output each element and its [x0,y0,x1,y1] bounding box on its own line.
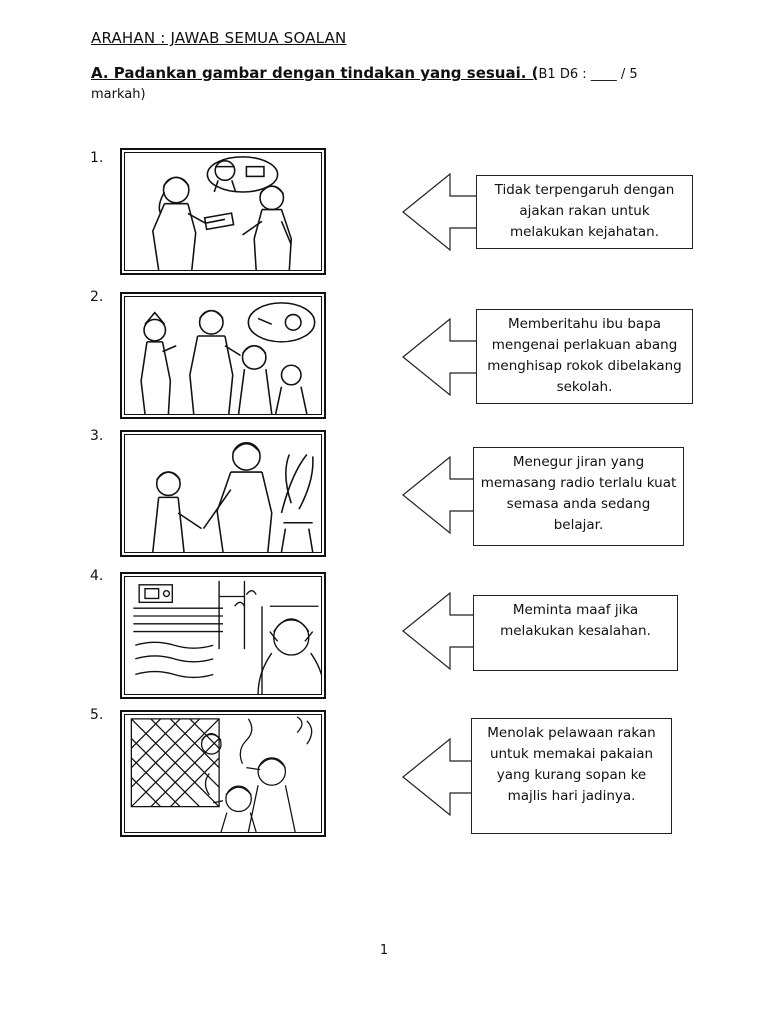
question-number-4: 4. [90,568,104,584]
answer-box-5: Menolak pelawaan rakan untuk memakai pak… [471,718,672,834]
section-a-marks: B1 D6 : ____ / 5 markah) [91,67,638,102]
question-3-arrow [402,456,478,534]
page-number: 1 [379,943,389,958]
left-arrow-icon [402,318,476,396]
instruction-heading: ARAHAN : JAWAB SEMUA SOALAN [91,29,347,47]
section-a-instruction: A. Padankan gambar dengan tindakan yang … [91,64,691,104]
question-5-illustration [120,710,326,837]
question-number-3: 3. [90,428,104,444]
question-1-illustration [120,148,326,275]
answer-box-4: Meminta maaf jika melakukan kesalahan. [473,595,678,671]
question-1-arrow [402,173,478,251]
illustration-children-talking [151,156,293,270]
left-arrow-icon [402,456,476,534]
left-arrow-icon [402,592,476,670]
question-4-arrow [402,592,478,670]
left-arrow-icon [402,173,476,251]
question-5-arrow [402,738,478,816]
section-a-lead: A. Padankan gambar dengan tindakan yang … [91,64,539,82]
illustration-children-shaking-hands [152,442,314,552]
answer-box-2: Memberitahu ibu bapa mengenai perlakuan … [476,309,693,404]
answer-box-1: Tidak terpengaruh dengan ajakan rakan un… [476,175,693,249]
question-2-illustration [120,292,326,419]
question-number-2: 2. [90,289,104,305]
question-2-arrow [402,318,478,396]
illustration-boy-telling-parents [140,302,316,414]
question-number-1: 1. [90,150,104,166]
question-number-5: 5. [90,707,104,723]
illustration-loud-radio-neighbour [133,580,321,694]
left-arrow-icon [402,738,476,816]
question-4-illustration [120,572,326,699]
illustration-boys-smoking-behind-school [130,716,313,832]
question-3-illustration [120,430,326,557]
answer-box-3: Menegur jiran yang memasang radio terlal… [473,447,684,546]
